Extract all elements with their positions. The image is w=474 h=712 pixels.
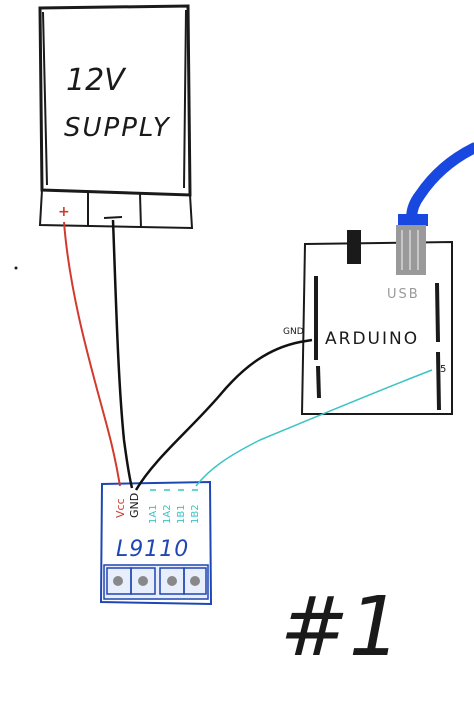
l9110-driver: L9110 Vcc GND 1A1 1A2 1B1 1B2 (99, 480, 213, 606)
supply-label-line1: 12V (66, 63, 127, 98)
driver-pin-1a2: 1A2 (162, 504, 173, 524)
supply-plus-terminal: + (58, 204, 70, 220)
wire-gnd-supply (111, 219, 134, 489)
supply-label-line2: SUPPLY (64, 113, 171, 143)
driver-pin-vcc: Vcc (114, 498, 127, 518)
driver-pin-1a1: 1A1 (148, 504, 159, 524)
power-supply: 12V SUPPLY + (38, 4, 194, 230)
driver-pin-1b2: 1B2 (190, 504, 201, 524)
arduino-usb-label: USB (387, 287, 420, 302)
driver-pin-1b1: 1B1 (176, 504, 187, 524)
wire-vcc-red (63, 221, 121, 487)
arduino-pin-gnd: GND (283, 327, 304, 337)
wire-signal-5 (195, 369, 433, 487)
arduino-pin-5: 5 (440, 364, 446, 375)
driver-pin-gnd: GND (128, 493, 141, 518)
power-jack (347, 230, 361, 264)
arduino-board: ARDUINO USB GND 5 (283, 230, 453, 415)
driver-label: L9110 (116, 537, 189, 562)
arduino-label: ARDUINO (325, 329, 419, 349)
usb-cable (396, 142, 474, 275)
wire-gnd-arduino (134, 338, 313, 491)
sheet-number: #1 (280, 580, 401, 675)
